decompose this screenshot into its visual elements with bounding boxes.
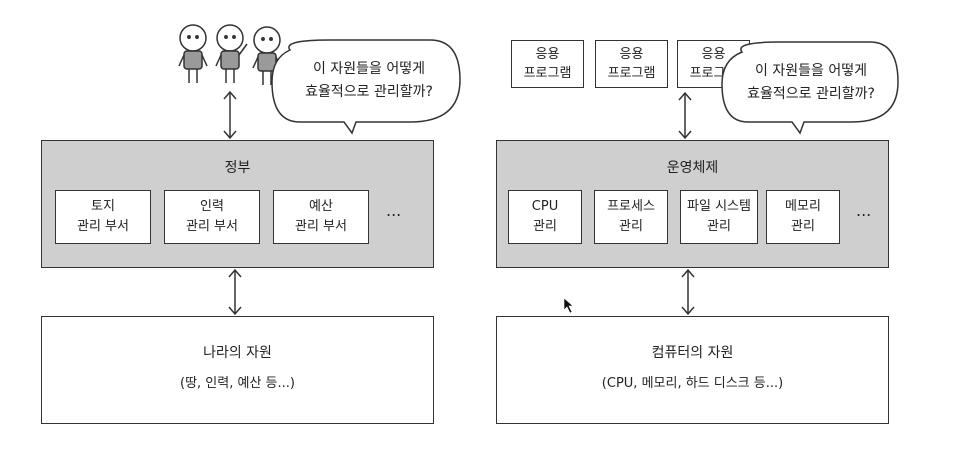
module-filesystem-management: 파일 시스템 관리 <box>680 190 758 244</box>
more-ellipsis: ... <box>856 201 872 220</box>
national-resources-box <box>41 316 434 424</box>
government-title: 정부 <box>224 160 251 176</box>
more-ellipsis: ... <box>386 201 402 220</box>
operating-system-title: 운영체제 <box>666 160 719 176</box>
double-arrow-icon <box>678 91 692 140</box>
application-program-2: 응용 프로그램 <box>595 40 668 88</box>
department-personnel: 인력 관리 부서 <box>164 190 260 244</box>
double-arrow-icon <box>681 268 695 316</box>
person-icon <box>215 24 248 83</box>
mouse-cursor-icon <box>563 297 574 314</box>
double-arrow-icon <box>228 268 242 316</box>
person-icon <box>178 24 208 83</box>
national-resources-title: 나라의 자원 <box>203 345 272 361</box>
person-icon <box>252 26 282 85</box>
speech-bubble-left <box>271 39 461 135</box>
computer-resources-title: 컴퓨터의 자원 <box>651 345 734 361</box>
department-budget: 예산 관리 부서 <box>273 190 369 244</box>
module-process-management: 프로세스 관리 <box>594 190 668 244</box>
speech-bubble-right <box>721 41 899 135</box>
department-land: 토지 관리 부서 <box>55 190 151 244</box>
computer-resources-detail: (CPU, 메모리, 하드 디스크 등...) <box>601 376 784 391</box>
double-arrow-icon <box>223 90 237 140</box>
speech-text-right: 이 자원들을 어떻게 효율적으로 관리할까? <box>747 63 875 102</box>
computer-resources-box <box>496 316 889 424</box>
application-program-1: 응용 프로그램 <box>511 40 584 88</box>
speech-text-left: 이 자원들을 어떻게 효율적으로 관리할까? <box>305 61 433 100</box>
module-cpu-management: CPU 관리 <box>508 190 582 244</box>
module-memory-management: 메모리 관리 <box>766 190 840 244</box>
national-resources-detail: (땅, 인력, 예산 등...) <box>180 376 295 391</box>
